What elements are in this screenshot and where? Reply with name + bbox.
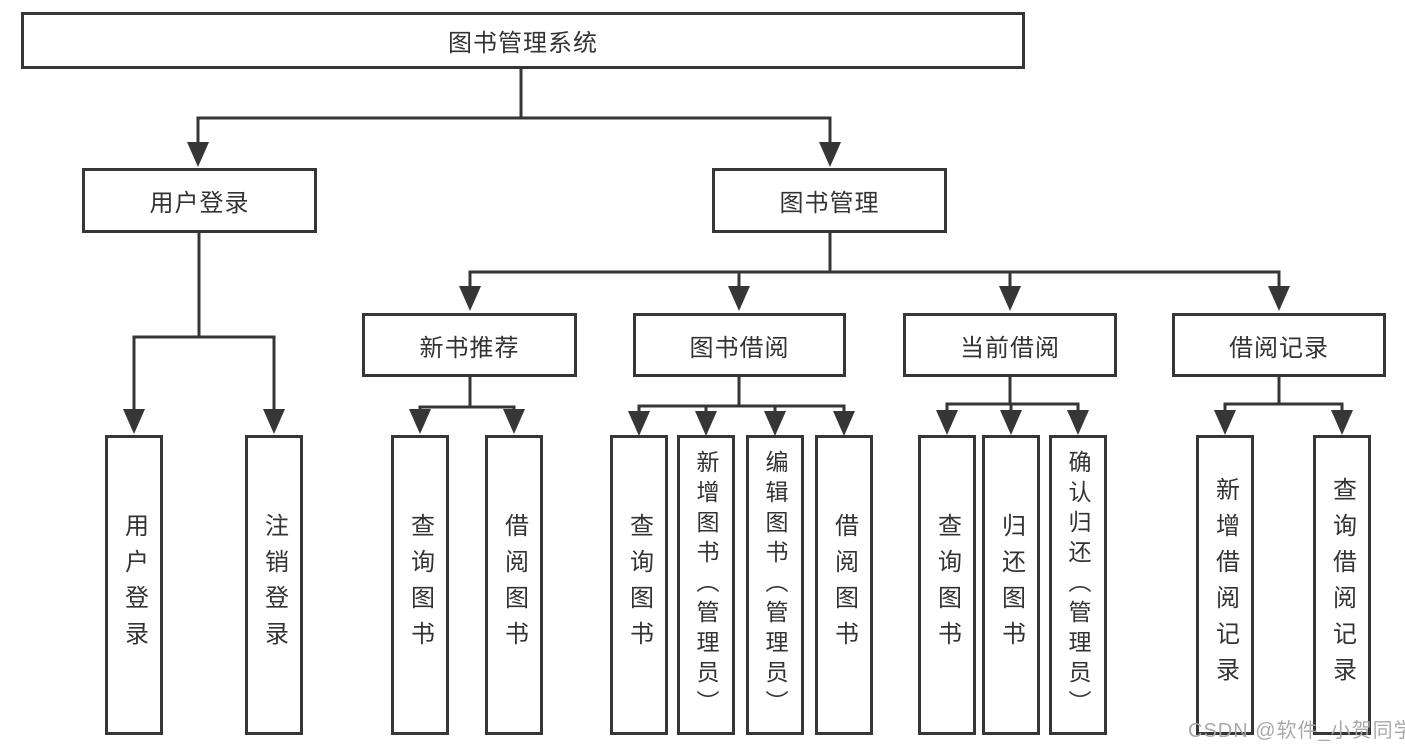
node-label: 图书管理 (779, 190, 880, 217)
leaf-add-books-admin: 新增图书（管理员） (677, 435, 735, 735)
leaf-label: 编辑图书（管理员） (762, 450, 788, 720)
node-book-management: 图书管理 (712, 168, 947, 233)
leaf-label: 新增图书（管理员） (693, 450, 719, 720)
node-new-book-recommendation: 新书推荐 (362, 313, 577, 377)
leaf-return-books: 归还图书 (982, 435, 1040, 735)
leaf-query-books-rec: 查询图书 (391, 435, 449, 735)
leaf-label: 归还图书 (997, 513, 1025, 657)
leaf-query-books-borrow: 查询图书 (610, 435, 668, 735)
leaf-user-login: 用户登录 (105, 435, 163, 735)
node-user-login: 用户登录 (82, 168, 317, 233)
node-book-borrowing: 图书借阅 (633, 313, 846, 377)
node-current-borrowing: 当前借阅 (903, 313, 1117, 377)
node-borrowing-records: 借阅记录 (1172, 313, 1386, 377)
leaf-borrow-books: 借阅图书 (815, 435, 873, 735)
leaf-label: 用户登录 (120, 513, 148, 657)
leaf-label: 借阅图书 (830, 513, 858, 657)
leaf-label: 查询借阅记录 (1328, 477, 1356, 693)
node-label: 图书管理系统 (448, 30, 598, 57)
leaf-label: 查询图书 (625, 513, 653, 657)
node-label: 当前借阅 (960, 334, 1060, 362)
leaf-label: 确认归还（管理员） (1065, 450, 1091, 720)
leaf-confirm-return-admin: 确认归还（管理员） (1049, 435, 1107, 735)
node-label: 图书借阅 (689, 334, 790, 362)
leaf-edit-books-admin: 编辑图书（管理员） (746, 435, 804, 735)
leaf-label: 借阅图书 (500, 513, 528, 657)
leaf-borrow-books-rec: 借阅图书 (485, 435, 543, 735)
leaf-query-borrow-record: 查询借阅记录 (1313, 435, 1371, 735)
node-label: 用户登录 (149, 190, 250, 217)
node-label: 新书推荐 (419, 334, 520, 362)
node-library-management-system: 图书管理系统 (21, 12, 1025, 69)
leaf-label: 新增借阅记录 (1211, 477, 1239, 693)
leaf-label: 查询图书 (406, 513, 434, 657)
csdn-watermark: CSDN @软件_小贺同学 (1188, 720, 1405, 742)
node-label: 借阅记录 (1229, 334, 1329, 362)
leaf-label: 查询图书 (933, 513, 961, 657)
leaf-label: 注销登录 (260, 513, 288, 657)
leaf-logout: 注销登录 (245, 435, 303, 735)
leaf-query-books-current: 查询图书 (918, 435, 976, 735)
leaf-add-borrow-record: 新增借阅记录 (1196, 435, 1254, 735)
